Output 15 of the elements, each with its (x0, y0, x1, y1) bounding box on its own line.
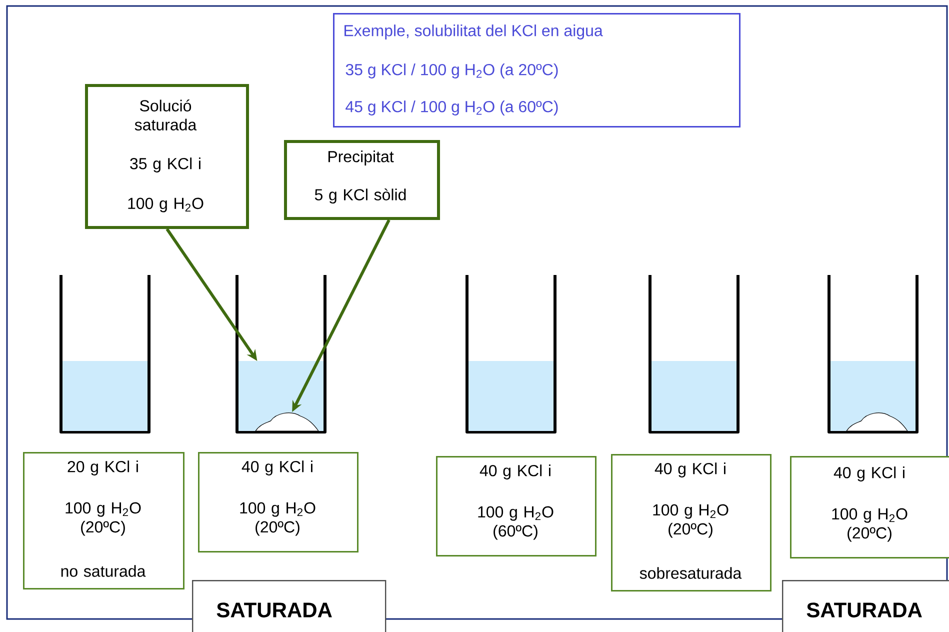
label-box: SATURADA (782, 580, 949, 632)
info-box: Exemple, solubilitat del KCl en aigua 35 g KCl / 100 g H$_{2}$O (a 20ºC) 45 g KCl / 100 g H$_{2}$O (a 60ºC) (333, 13, 740, 128)
liquid (468, 361, 554, 431)
condition-box: 40 g KCl i 100 g H$_{2}$O (20ºC) (790, 456, 949, 558)
callout-box: Solució saturada 35 g KCl i 100 g H$_{2}$O (85, 84, 249, 229)
precipitate (846, 412, 908, 432)
liquid (652, 361, 736, 431)
condition-box: 40 g KCl i 100 g H$_{2}$O (20ºC) sobresaturada (611, 454, 772, 592)
callout-box: Precipitat 5 g KCl sòlid (284, 140, 440, 220)
liquid (62, 361, 148, 431)
condition-box: 40 g KCl i 100 g H$_{2}$O (60ºC) (436, 456, 596, 556)
precipitate (255, 412, 319, 432)
label-box: SATURADA (192, 580, 386, 632)
condition-box: 40 g KCl i 100 g H$_{2}$O (20ºC) (198, 452, 358, 552)
condition-box: 20 g KCl i 100 g H$_{2}$O (20ºC) no saturada (23, 452, 184, 590)
